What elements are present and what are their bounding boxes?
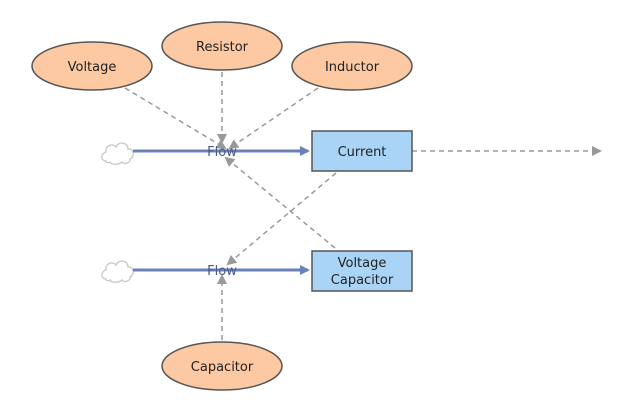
cloud-icon xyxy=(101,260,134,283)
cloud-icon xyxy=(101,142,134,165)
current-label: Current xyxy=(338,145,387,160)
voltage-capacitor-label-line2: Capacitor xyxy=(331,273,394,288)
capacitor-label: Capacitor xyxy=(191,360,254,375)
resistor-node[interactable]: Resistor xyxy=(161,21,283,71)
link-inductor-to-top-flow xyxy=(228,87,319,150)
voltage-capacitor-stock[interactable]: Voltage Capacitor xyxy=(311,250,413,292)
link-voltage-capacitor-to-top-flow xyxy=(224,156,336,249)
capacitor-node[interactable]: Capacitor xyxy=(161,341,283,391)
current-stock[interactable]: Current xyxy=(311,130,413,172)
top-flow-label[interactable]: Flow xyxy=(207,145,237,160)
voltage-node[interactable]: Voltage xyxy=(31,41,153,91)
bottom-flow-label[interactable]: Flow xyxy=(207,264,237,279)
inductor-node[interactable]: Inductor xyxy=(291,41,413,91)
link-current-to-bottom-flow xyxy=(226,172,337,266)
links xyxy=(124,72,602,340)
inductor-label: Inductor xyxy=(325,60,380,75)
voltage-capacitor-label-line1: Voltage xyxy=(338,256,387,271)
link-voltage-to-top-flow xyxy=(124,87,227,150)
resistor-label: Resistor xyxy=(196,40,249,55)
voltage-label: Voltage xyxy=(68,60,117,75)
